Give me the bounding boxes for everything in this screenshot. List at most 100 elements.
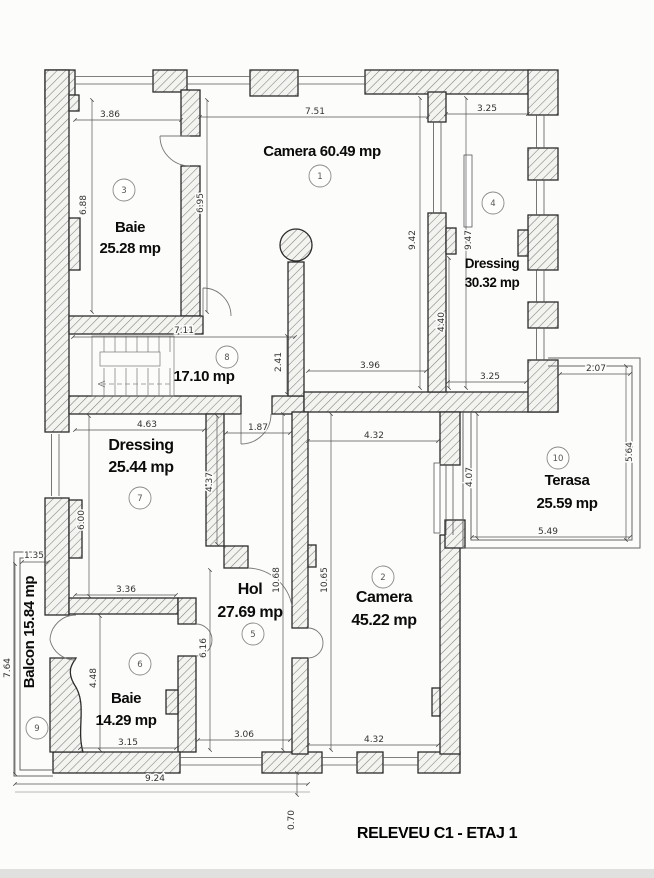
- walls-part: [68, 395, 242, 415]
- walls-part: [180, 165, 201, 317]
- walls-part: [68, 217, 81, 271]
- windows-part: [445, 465, 454, 535]
- walls-part: [439, 411, 461, 466]
- room-number-badges-part: [112, 178, 136, 202]
- dim-camera2-top: 4.32: [364, 431, 384, 441]
- windows-part: [180, 757, 418, 766]
- dim-camera1-bottom: 3.96: [360, 361, 380, 371]
- dim-dressing7-right: 4.37: [205, 472, 215, 492]
- room-baie3-area: 25.28 mp: [99, 240, 160, 257]
- walls-part: [44, 69, 70, 433]
- room-dressing4-name: Dressing: [465, 256, 520, 271]
- room-camera2-area: 45.22 mp: [351, 612, 417, 629]
- walls-part: [152, 69, 188, 93]
- walls-part: [527, 214, 559, 271]
- walls-part: [445, 227, 457, 255]
- door-balcony: [49, 614, 77, 661]
- balcony-railing-part: [19, 557, 53, 771]
- dim-dressing7-left: 6.00: [77, 510, 87, 530]
- windows-part: [75, 76, 365, 85]
- room-number-badges-part: [128, 486, 152, 510]
- terasa-outline-part: [470, 365, 633, 541]
- staircase-part: [97, 380, 106, 388]
- room-labels: Camera 60.49 mp Baie 25.28 mp Dressing 3…: [21, 143, 598, 729]
- dim-hall8-w: 7.11: [174, 326, 194, 336]
- walls: [44, 69, 559, 774]
- walls-part: [527, 69, 559, 116]
- walls-part: [517, 229, 529, 257]
- walls-part: [527, 147, 559, 181]
- walls-part: [291, 411, 309, 629]
- room-balcon9-label: Balcon 15.84 mp: [21, 576, 38, 689]
- walls-part: [68, 315, 204, 335]
- dim-top-baie: 3.86: [100, 110, 120, 120]
- room-number-badges-part: [241, 622, 265, 646]
- badge-7: 7: [137, 494, 142, 504]
- badge-2: 2: [380, 573, 385, 583]
- room-baie3-name: Baie: [115, 219, 145, 236]
- terasa-outline-part: [462, 357, 641, 549]
- windows-part: [536, 115, 545, 360]
- staircase-part: [103, 336, 171, 352]
- walls-part: [287, 261, 305, 397]
- walls-part: [249, 69, 299, 97]
- room-number-badges-part: [308, 164, 332, 188]
- dim-camera2-bottom: 4.32: [364, 735, 384, 745]
- dim-top-camera1: 7.51: [305, 107, 325, 117]
- badge-6: 6: [137, 660, 142, 670]
- dim-baie6-h: 4.48: [89, 668, 99, 688]
- staircase: [91, 335, 175, 397]
- door-hol-camera2: [307, 627, 324, 659]
- walls-part: [444, 519, 466, 549]
- terasa-outline: [462, 357, 641, 549]
- walls-part: [527, 301, 559, 329]
- staircase-part: [103, 368, 171, 396]
- dim-bottom-total: 9.24: [145, 774, 165, 784]
- walls-part: [431, 687, 441, 717]
- room-number-badges-part: [481, 191, 505, 215]
- room-number-badges-part: [215, 345, 239, 369]
- room-baie6-name: Baie: [111, 690, 141, 707]
- room-terasa10-area: 25.59 mp: [536, 495, 597, 512]
- dim-terasa-top: 2.07: [586, 364, 606, 374]
- dim-top-dressing: 3.25: [477, 104, 497, 114]
- walls-part: [261, 751, 323, 774]
- drawing-title: RELEVEU C1 - ETAJ 1: [357, 825, 518, 842]
- badge-5: 5: [250, 630, 255, 640]
- door-dressing7-hol: [247, 567, 293, 607]
- dim-hall8-h: 2.41: [274, 352, 284, 372]
- scan-artifact-band: [0, 869, 654, 878]
- dim-balcon-top: 1.35: [24, 551, 44, 561]
- dim-terasa-left: 4.07: [465, 467, 475, 487]
- walls-part: [356, 751, 384, 774]
- windows-part: [433, 122, 442, 213]
- dim-camera2-h: 10.65: [320, 567, 330, 593]
- dim-balcon-left: 7.64: [3, 658, 13, 678]
- dimension-lines: [12, 95, 633, 798]
- dim-dressing4-inner-h: 4.40: [437, 312, 447, 332]
- room-terasa10-name: Terasa: [545, 472, 591, 489]
- badge-9: 9: [34, 724, 39, 734]
- room-camera1-label: Camera 60.49 mp: [263, 143, 381, 160]
- room-baie6-area: 14.29 mp: [95, 712, 156, 729]
- walls-part: [417, 751, 461, 774]
- badge-8: 8: [224, 353, 229, 363]
- walls-part: [44, 497, 70, 616]
- dim-dressing4-h: 9.47: [464, 230, 474, 250]
- dim-hol-bottom: 3.06: [234, 730, 254, 740]
- walls-part: [439, 534, 461, 755]
- dim-dressing7-top: 4.63: [137, 420, 157, 430]
- dim-bottom-offset: 0.70: [287, 810, 297, 830]
- badge-10: 10: [553, 454, 564, 464]
- dim-hol-h: 10.68: [272, 567, 282, 593]
- walls-part: [68, 94, 80, 112]
- round-column: [279, 228, 313, 262]
- walls-part: [364, 69, 531, 95]
- walls-part: [68, 597, 179, 615]
- dim-baie6-bottom: 3.15: [118, 738, 138, 748]
- dim-terasa-right: 5.64: [625, 442, 635, 462]
- walls-part: [427, 212, 447, 393]
- room-dressing7-name: Dressing: [108, 437, 173, 454]
